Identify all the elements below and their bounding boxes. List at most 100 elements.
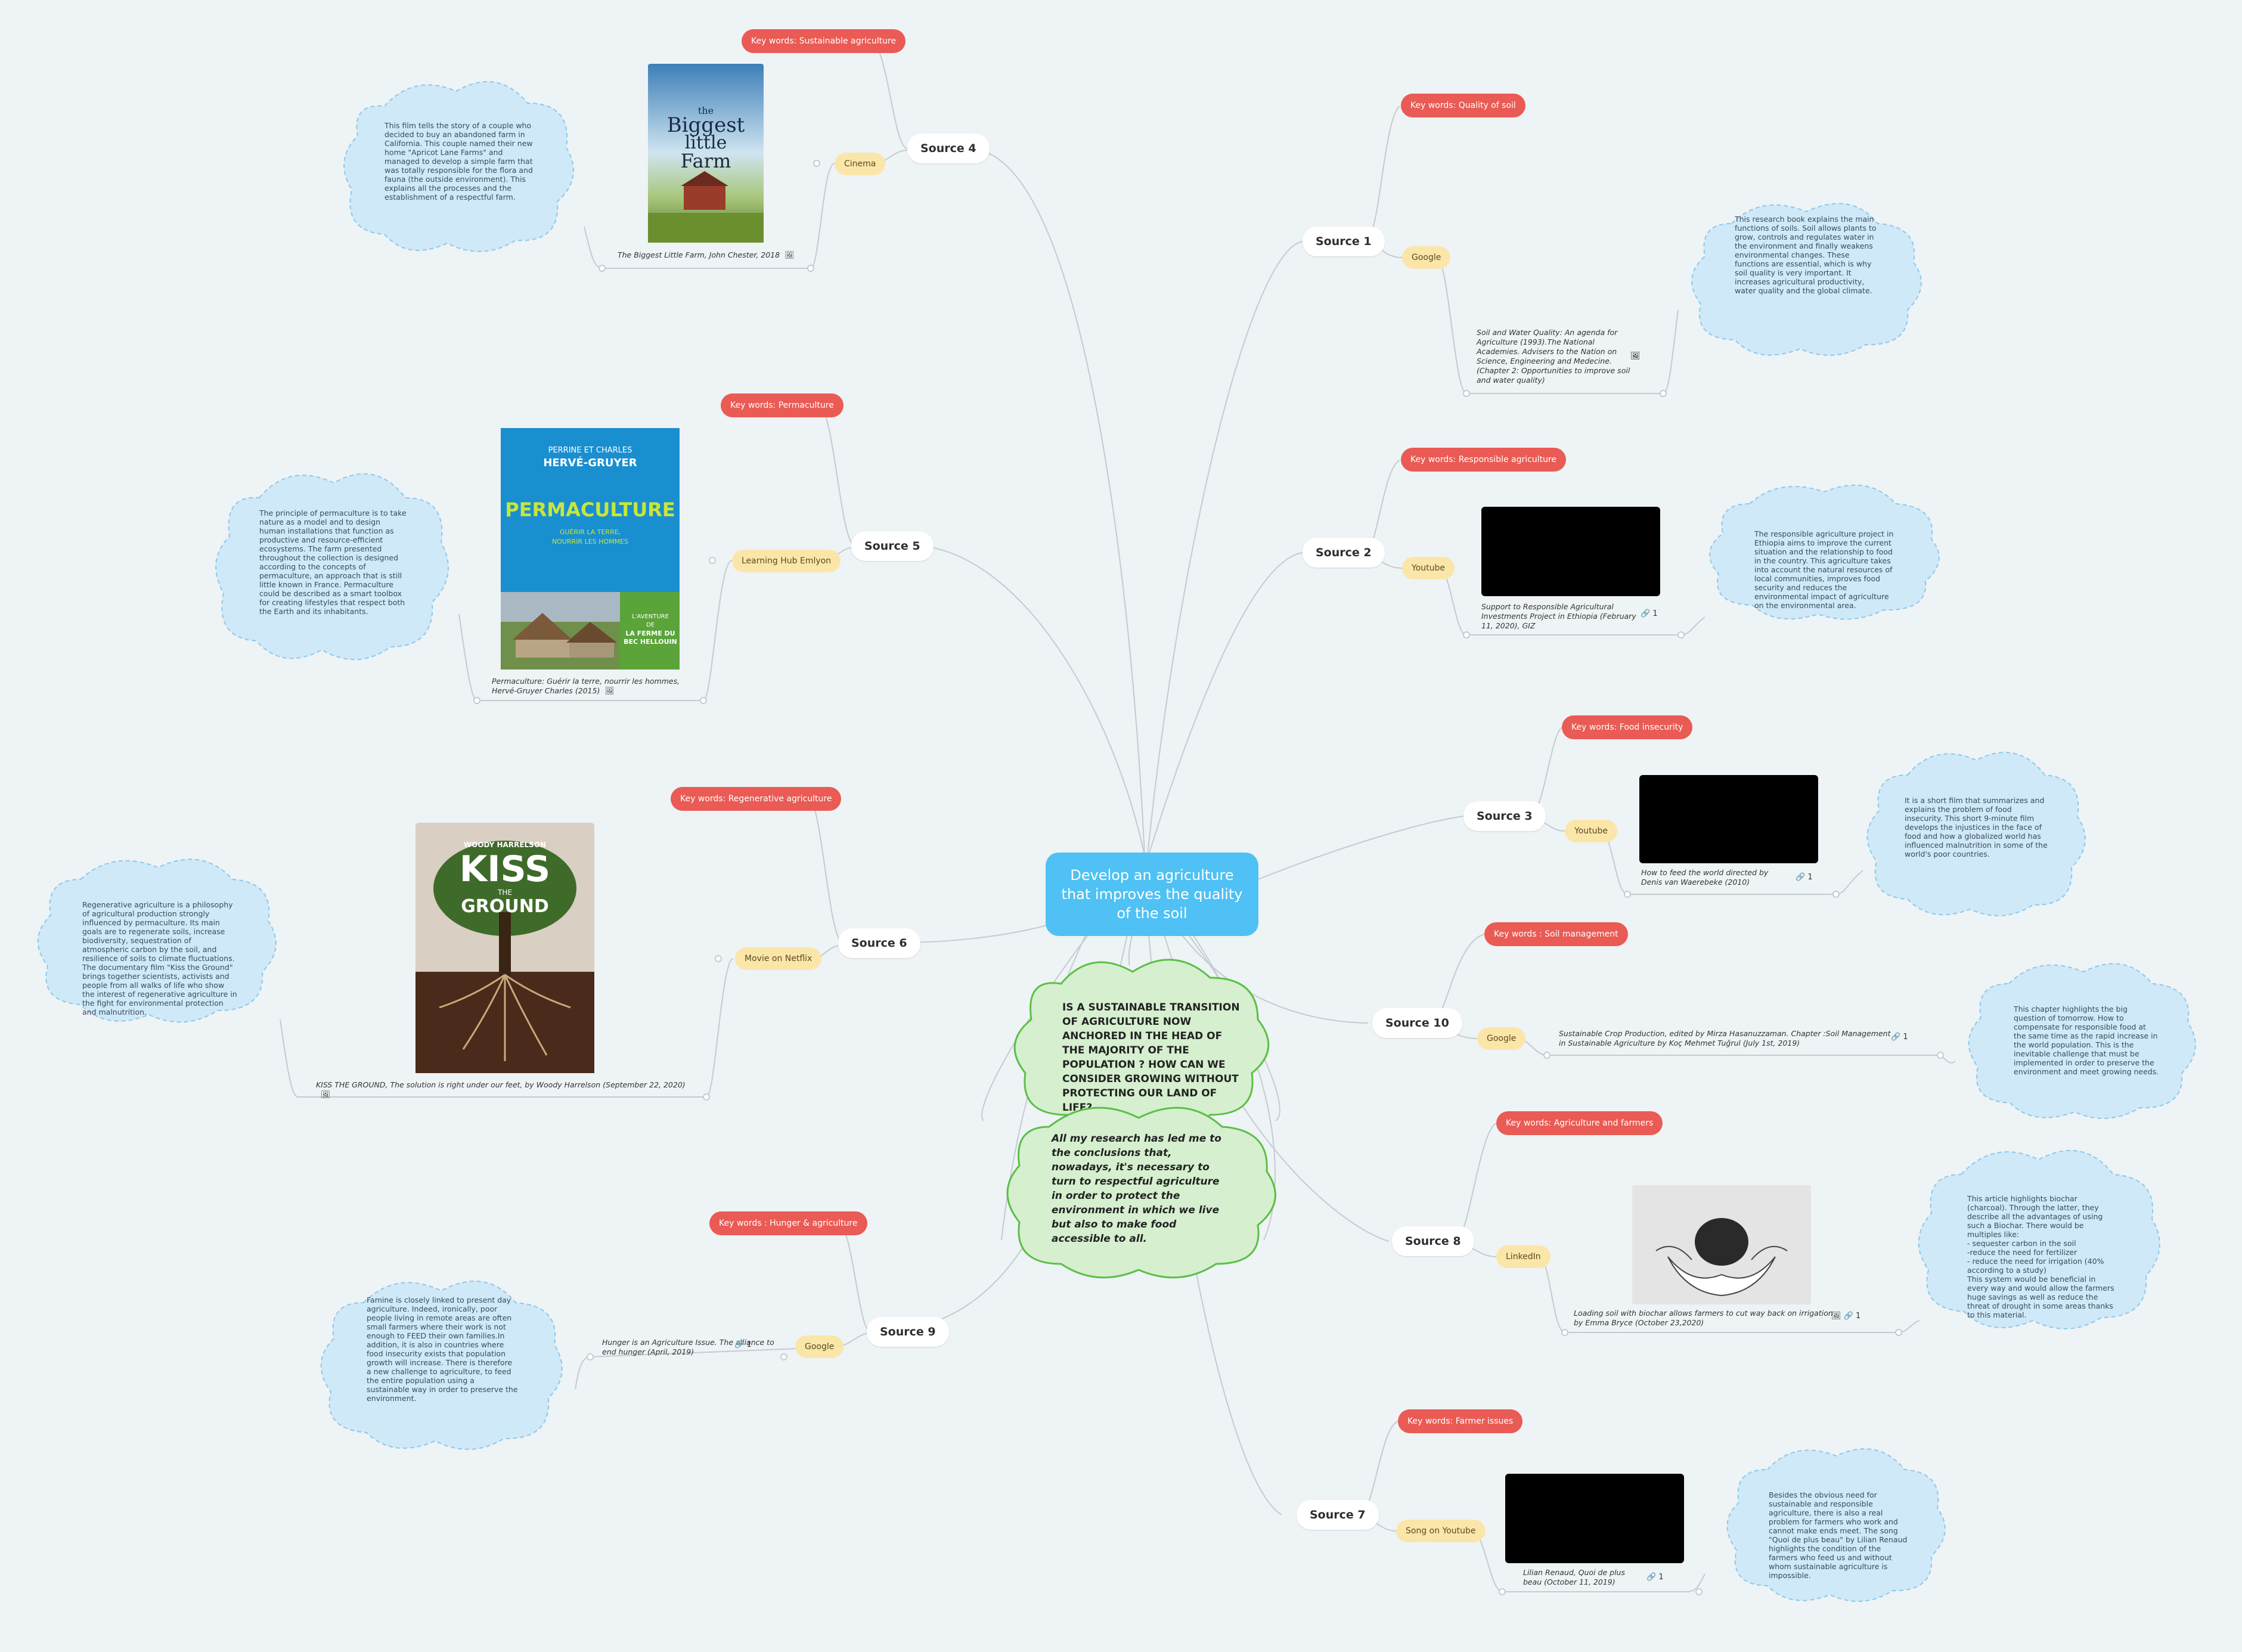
source-4-summary-cloud[interactable]: This film tells the story of a couple wh… bbox=[343, 70, 575, 258]
image-icon: 🖼 bbox=[784, 250, 794, 259]
source-10-summary: This chapter highlights the big question… bbox=[2014, 1005, 2159, 1076]
source-3-video-thumbnail[interactable] bbox=[1639, 775, 1818, 863]
book-side-text: L'AVENTURE bbox=[632, 613, 669, 620]
source-8-keywords[interactable]: Key words: Agriculture and farmers bbox=[1496, 1111, 1663, 1135]
source-1-medium[interactable]: Google bbox=[1402, 246, 1451, 269]
biochar-hands-image[interactable] bbox=[1632, 1185, 1811, 1304]
source-3-summary-cloud[interactable]: It is a short film that summarizes and e… bbox=[1866, 745, 2086, 918]
source-10-caption[interactable]: Sustainable Crop Production, edited by M… bbox=[1559, 1029, 1893, 1048]
source-1-keywords[interactable]: Key words: Quality of soil bbox=[1401, 94, 1525, 117]
source-9-node[interactable]: Source 9 bbox=[867, 1317, 949, 1347]
source-4-medium[interactable]: Cinema bbox=[835, 153, 886, 175]
source-6-summary: Regenerative agriculture is a philosophy… bbox=[82, 900, 237, 1016]
source-9-medium[interactable]: Google bbox=[795, 1335, 844, 1358]
conclusion-text: All my research has led me to the conclu… bbox=[1052, 1133, 1221, 1245]
link-count: 1 bbox=[1652, 609, 1658, 618]
source-9-summary: Famine is closely linked to present day … bbox=[367, 1295, 518, 1403]
source-9-link[interactable]: 🔗 1 bbox=[734, 1340, 752, 1349]
source-1-caption-text: Soil and Water Quality: An agenda for Ag… bbox=[1477, 328, 1630, 385]
source-10-medium[interactable]: Google bbox=[1477, 1027, 1526, 1050]
source-5-summary-cloud[interactable]: The principle of permaculture is to take… bbox=[215, 462, 450, 668]
source-6-keywords[interactable]: Key words: Regenerative agriculture bbox=[671, 787, 842, 811]
source-3-link[interactable]: 🔗 1 bbox=[1796, 873, 1813, 882]
source-7-link[interactable]: 🔗 1 bbox=[1646, 1573, 1664, 1582]
source-5-node[interactable]: Source 5 bbox=[851, 531, 934, 561]
source-4-medium-text: Cinema bbox=[844, 159, 876, 169]
source-5-keywords-text: Key words: Permaculture bbox=[730, 401, 834, 410]
source-9-keywords[interactable]: Key words : Hunger & agriculture bbox=[709, 1211, 867, 1235]
source-3-keywords[interactable]: Key words: Food insecurity bbox=[1562, 715, 1693, 739]
source-5-caption[interactable]: Permaculture: Guérir la terre, nourrir l… bbox=[492, 677, 689, 696]
source-5-medium[interactable]: Learning Hub Emlyon bbox=[732, 550, 841, 572]
cloud-shape bbox=[320, 1281, 563, 1450]
image-icon: 🖼 bbox=[1831, 1312, 1841, 1321]
source-6-summary-cloud[interactable]: Regenerative agriculture is a philosophy… bbox=[36, 853, 277, 1025]
source-8-icons[interactable]: 🖼 🔗 1 bbox=[1831, 1312, 1861, 1321]
source-2-link[interactable]: 🔗 1 bbox=[1641, 609, 1658, 618]
source-7-video-thumbnail[interactable] bbox=[1505, 1474, 1684, 1563]
source-9-summary-cloud[interactable]: Famine is closely linked to present day … bbox=[319, 1273, 563, 1452]
book-subtitle: NOURRIR LES HOMMES bbox=[551, 538, 628, 545]
source-1-summary-cloud[interactable]: This research book explains the main fun… bbox=[1690, 197, 1922, 358]
source-2-medium[interactable]: Youtube bbox=[1402, 557, 1455, 579]
source-3-node[interactable]: Source 3 bbox=[1463, 801, 1546, 831]
source-7-medium-text: Song on Youtube bbox=[1406, 1526, 1476, 1536]
source-7-label: Source 7 bbox=[1310, 1508, 1366, 1521]
source-7-node[interactable]: Source 7 bbox=[1297, 1500, 1379, 1530]
source-10-summary-cloud[interactable]: This chapter highlights the big question… bbox=[1967, 957, 2197, 1121]
source-2-video-thumbnail[interactable] bbox=[1481, 507, 1660, 596]
source-8-caption[interactable]: Loading soil with biochar allows farmers… bbox=[1574, 1309, 1836, 1328]
link-count: 1 bbox=[1658, 1573, 1664, 1582]
source-4-summary: This film tells the story of a couple wh… bbox=[384, 121, 533, 202]
source-5-keywords[interactable]: Key words: Permaculture bbox=[721, 393, 844, 417]
source-10-label: Source 10 bbox=[1385, 1016, 1449, 1030]
source-8-medium[interactable]: LinkedIn bbox=[1496, 1245, 1551, 1268]
poster-title-word: the bbox=[697, 105, 714, 116]
source-3-caption[interactable]: How to feed the world directed by Denis … bbox=[1641, 868, 1790, 887]
book-author-top: PERRINE ET CHARLES bbox=[548, 446, 632, 455]
cloud-shape bbox=[1709, 484, 1940, 620]
source-2-node[interactable]: Source 2 bbox=[1303, 538, 1385, 568]
source-8-medium-text: LinkedIn bbox=[1506, 1252, 1541, 1262]
source-1-caption[interactable]: Soil and Water Quality: An agenda for Ag… bbox=[1477, 328, 1638, 385]
source-7-summary-cloud[interactable]: Besides the obvious need for sustainable… bbox=[1726, 1443, 1946, 1604]
research-question-text: IS A SUSTAINABLE TRANSITION OF AGRICULTU… bbox=[1062, 1002, 1240, 1114]
source-8-summary-cloud[interactable]: This article highlights biochar (charcoa… bbox=[1917, 1142, 2161, 1332]
book-author-name: HERVÉ-GRUYER bbox=[543, 457, 637, 469]
source-6-caption[interactable]: KISS THE GROUND, The solution is right u… bbox=[316, 1080, 697, 1099]
conclusion-cloud[interactable]: All my research has led me to the conclu… bbox=[1001, 1103, 1282, 1282]
source-8-node[interactable]: Source 8 bbox=[1392, 1226, 1474, 1256]
source-10-link[interactable]: 🔗 1 bbox=[1891, 1033, 1908, 1042]
source-7-caption[interactable]: Lilian Renaud, Quoi de plus beau (Octobe… bbox=[1523, 1568, 1642, 1587]
source-2-caption[interactable]: Support to Responsible Agricultural Inve… bbox=[1481, 602, 1636, 631]
source-9-medium-text: Google bbox=[805, 1342, 835, 1352]
source-3-summary: It is a short film that summarizes and e… bbox=[1905, 796, 2048, 858]
cloud-shape bbox=[1866, 752, 2086, 916]
source-6-medium[interactable]: Movie on Netflix bbox=[735, 947, 822, 970]
source-7-medium[interactable]: Song on Youtube bbox=[1396, 1520, 1486, 1542]
poster-title-ground: GROUND bbox=[461, 896, 549, 917]
source-9-caption-text: Hunger is an Agriculture Issue. The alli… bbox=[602, 1338, 774, 1356]
research-question-cloud[interactable]: IS A SUSTAINABLE TRANSITION OF AGRICULTU… bbox=[1007, 954, 1276, 1133]
permaculture-book-cover[interactable]: PERRINE ET CHARLES HERVÉ-GRUYER PERMACUL… bbox=[501, 428, 680, 670]
source-4-caption[interactable]: The Biggest Little Farm, John Chester, 2… bbox=[618, 250, 808, 260]
source-4-node[interactable]: Source 4 bbox=[907, 134, 990, 163]
source-10-keywords[interactable]: Key words : Soil management bbox=[1484, 922, 1628, 946]
source-1-node[interactable]: Source 1 bbox=[1303, 227, 1385, 256]
source-2-keywords[interactable]: Key words: Responsible agriculture bbox=[1401, 448, 1567, 472]
image-icon: 🖼 bbox=[321, 1090, 330, 1099]
source-10-node[interactable]: Source 10 bbox=[1372, 1008, 1462, 1038]
cloud-shape bbox=[37, 858, 277, 1023]
source-7-keywords[interactable]: Key words: Farmer issues bbox=[1398, 1409, 1523, 1433]
central-topic[interactable]: Develop an agriculture that improves the… bbox=[1046, 853, 1258, 936]
source-2-summary-cloud[interactable]: The responsible agriculture project in E… bbox=[1708, 480, 1940, 620]
source-4-keywords[interactable]: Key words: Sustainable agriculture bbox=[742, 29, 906, 53]
source-9-caption[interactable]: Hunger is an Agriculture Issue. The alli… bbox=[602, 1338, 781, 1357]
kiss-the-ground-poster[interactable]: WOODY HARRELSON KISS THE GROUND bbox=[415, 823, 594, 1073]
book-farm-photo bbox=[501, 592, 680, 670]
poster-actor-name: WOODY HARRELSON bbox=[463, 841, 547, 849]
source-6-node[interactable]: Source 6 bbox=[838, 928, 920, 958]
source-3-medium[interactable]: Youtube bbox=[1565, 820, 1617, 842]
cloud-shape bbox=[1691, 203, 1922, 356]
biggest-little-farm-poster[interactable]: the Biggest little Farm bbox=[648, 64, 764, 243]
